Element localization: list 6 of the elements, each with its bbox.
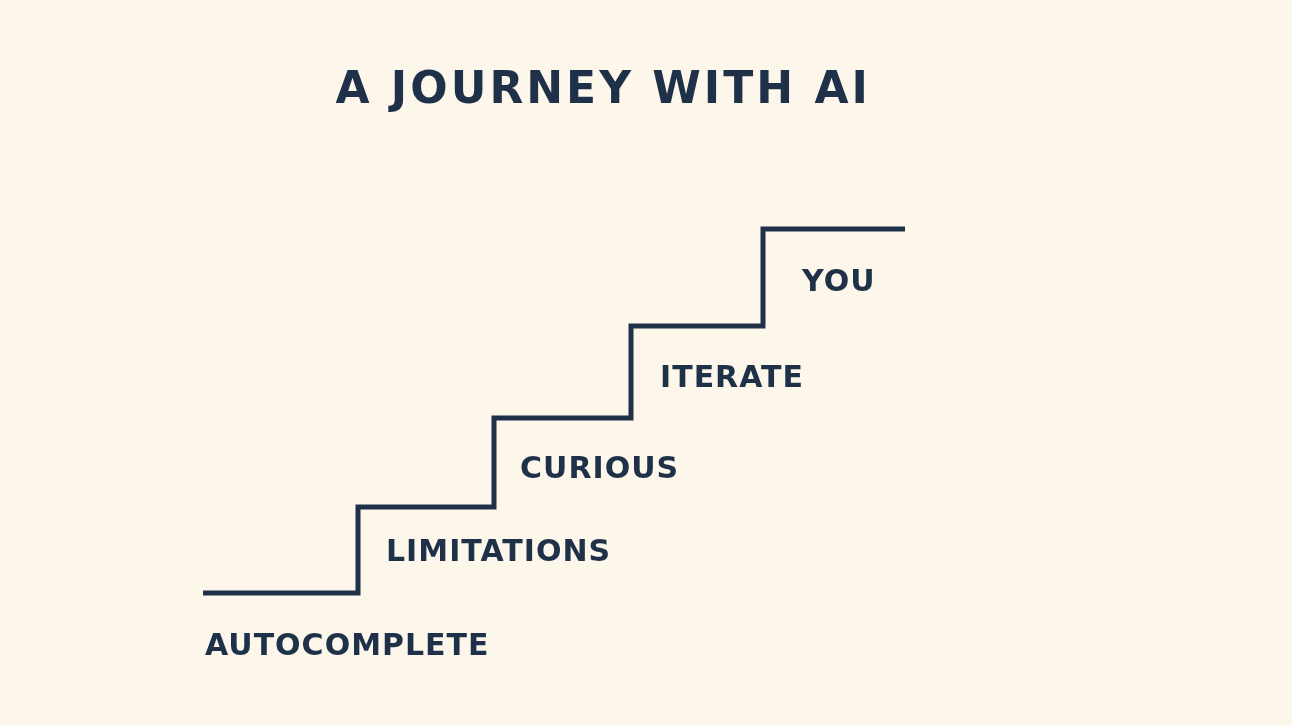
step-label: ITERATE [660, 362, 805, 392]
title: A JOURNEY WITH AI [335, 66, 871, 110]
step-label: YOU [802, 266, 876, 296]
step-label: AUTOCOMPLETE [205, 630, 490, 660]
step-label: CURIOUS [520, 453, 680, 483]
step-label: LIMITATIONS [386, 536, 612, 566]
